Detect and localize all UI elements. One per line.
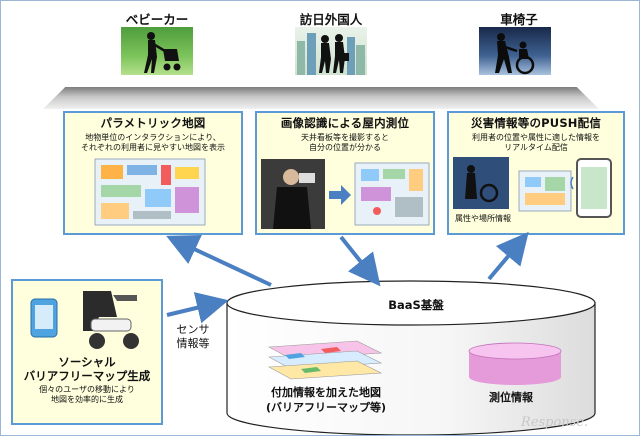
panel-parametric-map-desc-line2: それぞれの利用者に見やすい地図を表示 (81, 143, 225, 152)
social-desc-line1: 個々のユーザの移動により (39, 385, 135, 394)
response-watermark: Response. (521, 415, 589, 430)
panel-push-delivery-title: 災害情報等のPUSH配信 (470, 116, 602, 130)
sensor-label-line1: センサ (176, 323, 210, 336)
foreign-visitors-photo (295, 27, 367, 75)
floor-map-illustration (94, 158, 206, 226)
panel-push-delivery-desc-line1: 利用者の位置や属性に適した情報を (472, 133, 600, 142)
user-label-stroller: ベビーカー (125, 12, 189, 27)
social-title-line1: ソーシャル (58, 355, 116, 369)
enriched-map-label-line1: 付加情報を加えた地図 (271, 386, 381, 399)
stroller-user-icon (144, 32, 181, 73)
arrow-from-indoor-positioning (339, 235, 381, 287)
panel-indoor-positioning-desc-line1: 天井看板等を撮影すると (301, 133, 389, 142)
signal-icon (570, 176, 574, 190)
push-delivery-illustration (453, 157, 612, 218)
indoor-positioning-illustration (261, 159, 430, 229)
panel-push-delivery: 災害情報等のPUSH配信 利用者の位置や属性に適した情報を リアルタイム配信 属… (447, 111, 625, 235)
sensor-label-line2: 情報等 (176, 337, 210, 350)
positioning-info-label: 測位情報 (489, 391, 533, 404)
arrow-to-push-delivery (487, 231, 529, 281)
user-label-wheelchair: 車椅子 (500, 12, 538, 27)
panel-parametric-map-desc-line1: 地物単位のインタラクションにより、 (85, 133, 221, 142)
foreign-visitors-icon (297, 33, 365, 75)
wheelchair-user-photo (479, 27, 551, 75)
positioning-cylinder-icon (468, 342, 562, 385)
user-label-foreign-visitors: 訪日外国人 (299, 12, 363, 27)
panel-indoor-positioning-title: 画像認識による屋内測位 (280, 116, 410, 130)
sensor-info-label: センサ 情報等 (171, 323, 215, 351)
baas-title: BaaS基盤 (388, 298, 444, 312)
wheelchair-device-illustration (30, 291, 139, 349)
arrow-right-icon (329, 185, 351, 205)
panel-push-delivery-desc-line2: リアルタイム配信 (504, 143, 568, 152)
panel-parametric-map: パラメトリック地図 地物単位のインタラクションにより、 それぞれの利用者に見やす… (63, 111, 243, 235)
panel-indoor-positioning: 画像認識による屋内測位 天井看板等を撮影すると 自分の位置が分かる (255, 111, 435, 235)
location-pin-icon (373, 207, 381, 215)
panel-indoor-positioning-desc-line2: 自分の位置が分かる (309, 143, 381, 152)
stroller-user-photo (121, 27, 193, 75)
panel-social-map-generation: ソーシャル バリアフリーマップ生成 個々のユーザの移動により 地図を効率的に生成 (11, 279, 163, 425)
social-desc-line2: 地図を効率的に生成 (51, 395, 123, 404)
arrow-to-parametric-map (166, 234, 272, 287)
layered-map-icon (267, 340, 383, 380)
social-title-line2: バリアフリーマップ生成 (23, 369, 151, 383)
push-inner-label: 属性や場所情報 (455, 214, 511, 223)
enriched-map-label-line2: (バリアフリーマップ等) (265, 401, 387, 414)
user-platform-shelf (43, 87, 599, 109)
wheelchair-user-icon (495, 33, 535, 75)
panel-parametric-map-title: パラメトリック地図 (100, 116, 206, 130)
arrow-from-social-map (166, 292, 229, 324)
